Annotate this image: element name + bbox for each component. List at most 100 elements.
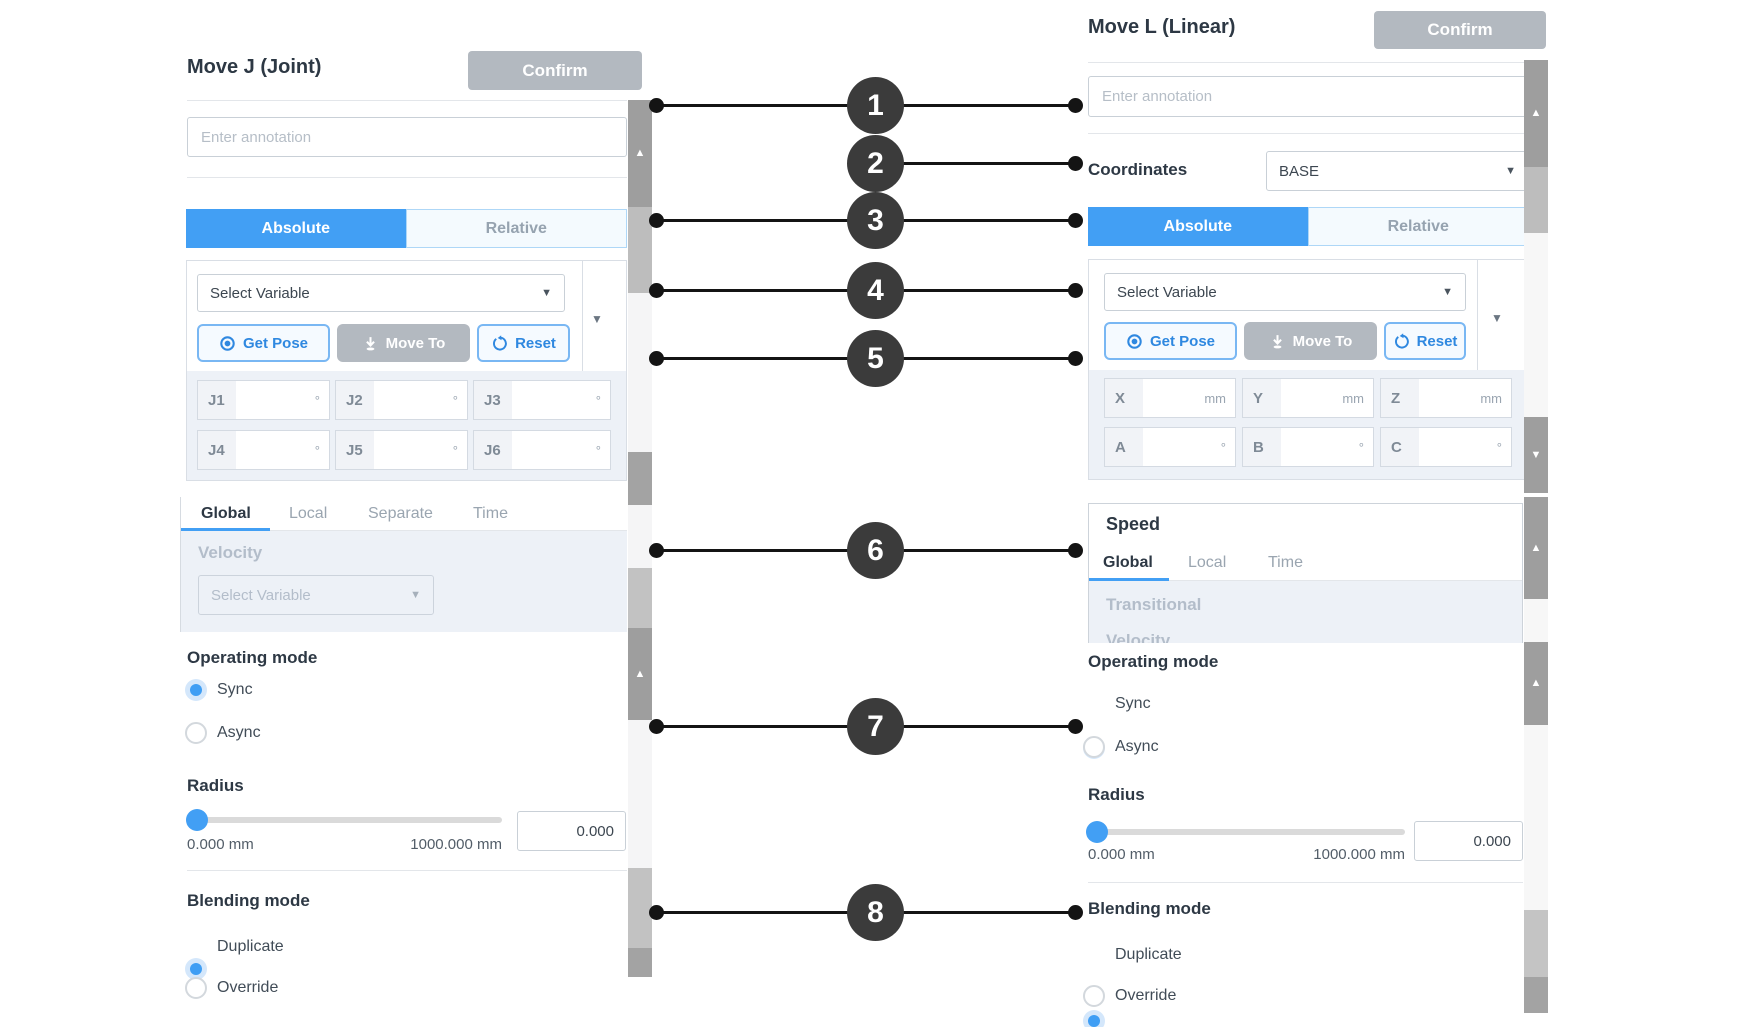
radius-slider-handle[interactable] [1086, 821, 1108, 843]
page-title: Move L (Linear) [1088, 16, 1236, 38]
radius-slider-handle[interactable] [186, 809, 208, 831]
annotation-input[interactable]: Enter annotation [1088, 76, 1529, 117]
tab-time[interactable]: Time [1268, 553, 1303, 571]
callout-endpoint [649, 719, 664, 734]
radius-value-input[interactable]: 0.000 [517, 811, 626, 851]
move-to-button[interactable]: Move To [337, 324, 470, 362]
scrollbar-thumb[interactable] [1524, 977, 1548, 1013]
scroll-up-icon[interactable]: ▲ [634, 667, 646, 680]
scrollbar-segment[interactable] [628, 868, 652, 948]
joint-field-j1[interactable]: J1 ° [197, 380, 330, 420]
scrollbar-thumb[interactable]: ▲ [1524, 497, 1548, 599]
scroll-up-icon[interactable]: ▲ [1530, 677, 1542, 689]
tab-time[interactable]: Time [473, 505, 508, 522]
scrollbar-segment[interactable] [1524, 167, 1548, 233]
chevron-down-icon[interactable]: ▼ [591, 312, 603, 326]
radio-duplicate[interactable] [185, 958, 207, 980]
tab-global[interactable]: Global [1103, 553, 1153, 571]
radio-override-label[interactable]: Override [217, 979, 279, 996]
tab-relative[interactable]: Relative [1307, 207, 1529, 246]
right-panel-scrollbar[interactable]: ▲ ▼ ▲ ▲ [1524, 60, 1548, 1013]
tab-separate[interactable]: Separate [368, 505, 433, 522]
joint-field-j6[interactable]: J6 ° [473, 430, 611, 470]
pose-field-c[interactable]: C ° [1380, 427, 1512, 467]
get-pose-button[interactable]: Get Pose [197, 324, 330, 362]
radio-async[interactable] [1083, 736, 1105, 758]
radio-async[interactable] [185, 722, 207, 744]
scrollbar-segment[interactable] [1524, 910, 1548, 977]
joint-field-j2[interactable]: J2 ° [335, 380, 468, 420]
pose-field-b[interactable]: B ° [1242, 427, 1374, 467]
radius-value-input[interactable]: 0.000 [1414, 821, 1523, 861]
scrollbar-thumb[interactable]: ▲ [1524, 60, 1548, 167]
tab-local[interactable]: Local [1188, 553, 1227, 571]
left-panel-scrollbar[interactable]: ▲ ▲ [628, 100, 652, 977]
variable-select[interactable]: Select Variable ▼ [1104, 273, 1466, 311]
scrollbar-segment[interactable] [628, 568, 652, 628]
scrollbar-thumb[interactable]: ▲ [628, 100, 652, 207]
scroll-down-icon[interactable]: ▼ [1530, 448, 1542, 461]
tab-local[interactable]: Local [289, 505, 328, 522]
radio-override[interactable] [185, 977, 207, 999]
active-tab-underline [1089, 578, 1169, 581]
scrollbar-thumb[interactable] [628, 948, 652, 977]
scroll-up-icon[interactable]: ▲ [1530, 541, 1542, 554]
radio-async-label[interactable]: Async [217, 724, 261, 741]
radius-slider-track[interactable] [186, 817, 502, 823]
confirm-button[interactable]: Confirm [1374, 11, 1546, 49]
radio-sync-label[interactable]: Sync [217, 681, 253, 698]
radio-async-label[interactable]: Async [1115, 738, 1159, 755]
radius-slider-track[interactable] [1086, 829, 1405, 835]
tab-relative[interactable]: Relative [405, 209, 627, 248]
joint-field-j3[interactable]: J3 ° [473, 380, 611, 420]
scrollbar-track[interactable] [1524, 233, 1548, 417]
velocity-select[interactable]: Select Variable ▼ [198, 575, 434, 615]
pose-field-a[interactable]: A ° [1104, 427, 1236, 467]
radio-override[interactable] [1083, 985, 1105, 1007]
get-pose-button[interactable]: Get Pose [1104, 322, 1237, 360]
move-to-button[interactable]: Move To [1244, 322, 1377, 360]
scrollbar-thumb[interactable]: ▲ [1524, 642, 1548, 725]
radio-duplicate-label[interactable]: Duplicate [217, 938, 284, 955]
joint-field-j5[interactable]: J5 ° [335, 430, 468, 470]
callout-endpoint [649, 351, 664, 366]
pose-field-y[interactable]: Y mm [1242, 378, 1374, 418]
radio-sync-label[interactable]: Sync [1115, 695, 1151, 712]
scrollbar-thumb[interactable]: ▲ [628, 628, 652, 720]
variable-select[interactable]: Select Variable ▼ [197, 274, 565, 312]
scrollbar-thumb[interactable]: ▼ [1524, 417, 1548, 493]
radio-duplicate-label[interactable]: Duplicate [1115, 946, 1182, 963]
scrollbar-track[interactable] [628, 505, 652, 568]
scroll-up-icon[interactable]: ▲ [1530, 107, 1542, 119]
divider [1088, 882, 1523, 883]
scrollbar-segment[interactable] [628, 207, 652, 293]
coordinates-select-value: BASE [1279, 162, 1320, 180]
reset-button[interactable]: Reset [477, 324, 570, 362]
tab-absolute[interactable]: Absolute [1088, 207, 1308, 246]
tab-absolute[interactable]: Absolute [186, 209, 406, 248]
reset-button[interactable]: Reset [1384, 322, 1466, 360]
pose-field-x[interactable]: X mm [1104, 378, 1236, 418]
scrollbar-track[interactable] [1524, 599, 1548, 642]
confirm-button[interactable]: Confirm [468, 51, 642, 90]
chevron-down-icon[interactable]: ▼ [1491, 311, 1503, 325]
scrollbar-track[interactable] [628, 293, 652, 452]
radio-sync[interactable] [185, 679, 207, 701]
field-unit: mm [1342, 390, 1364, 406]
field-label: J3 [474, 381, 512, 419]
annotation-input[interactable]: Enter annotation [187, 117, 627, 157]
scrollbar-track[interactable] [1524, 725, 1548, 910]
tab-global[interactable]: Global [201, 505, 251, 522]
scroll-up-icon[interactable]: ▲ [634, 147, 646, 159]
pose-field-z[interactable]: Z mm [1380, 378, 1512, 418]
radio-override-label[interactable]: Override [1115, 987, 1177, 1004]
scrollbar-track[interactable] [628, 720, 652, 868]
callout-endpoint [1068, 156, 1083, 171]
joint-field-j4[interactable]: J4 ° [197, 430, 330, 470]
radio-duplicate[interactable] [1083, 1010, 1105, 1027]
coordinates-select[interactable]: BASE ▼ [1266, 151, 1529, 191]
scrollbar-thumb[interactable] [628, 452, 652, 505]
field-unit: mm [1480, 390, 1502, 406]
field-unit: ° [1358, 439, 1364, 455]
